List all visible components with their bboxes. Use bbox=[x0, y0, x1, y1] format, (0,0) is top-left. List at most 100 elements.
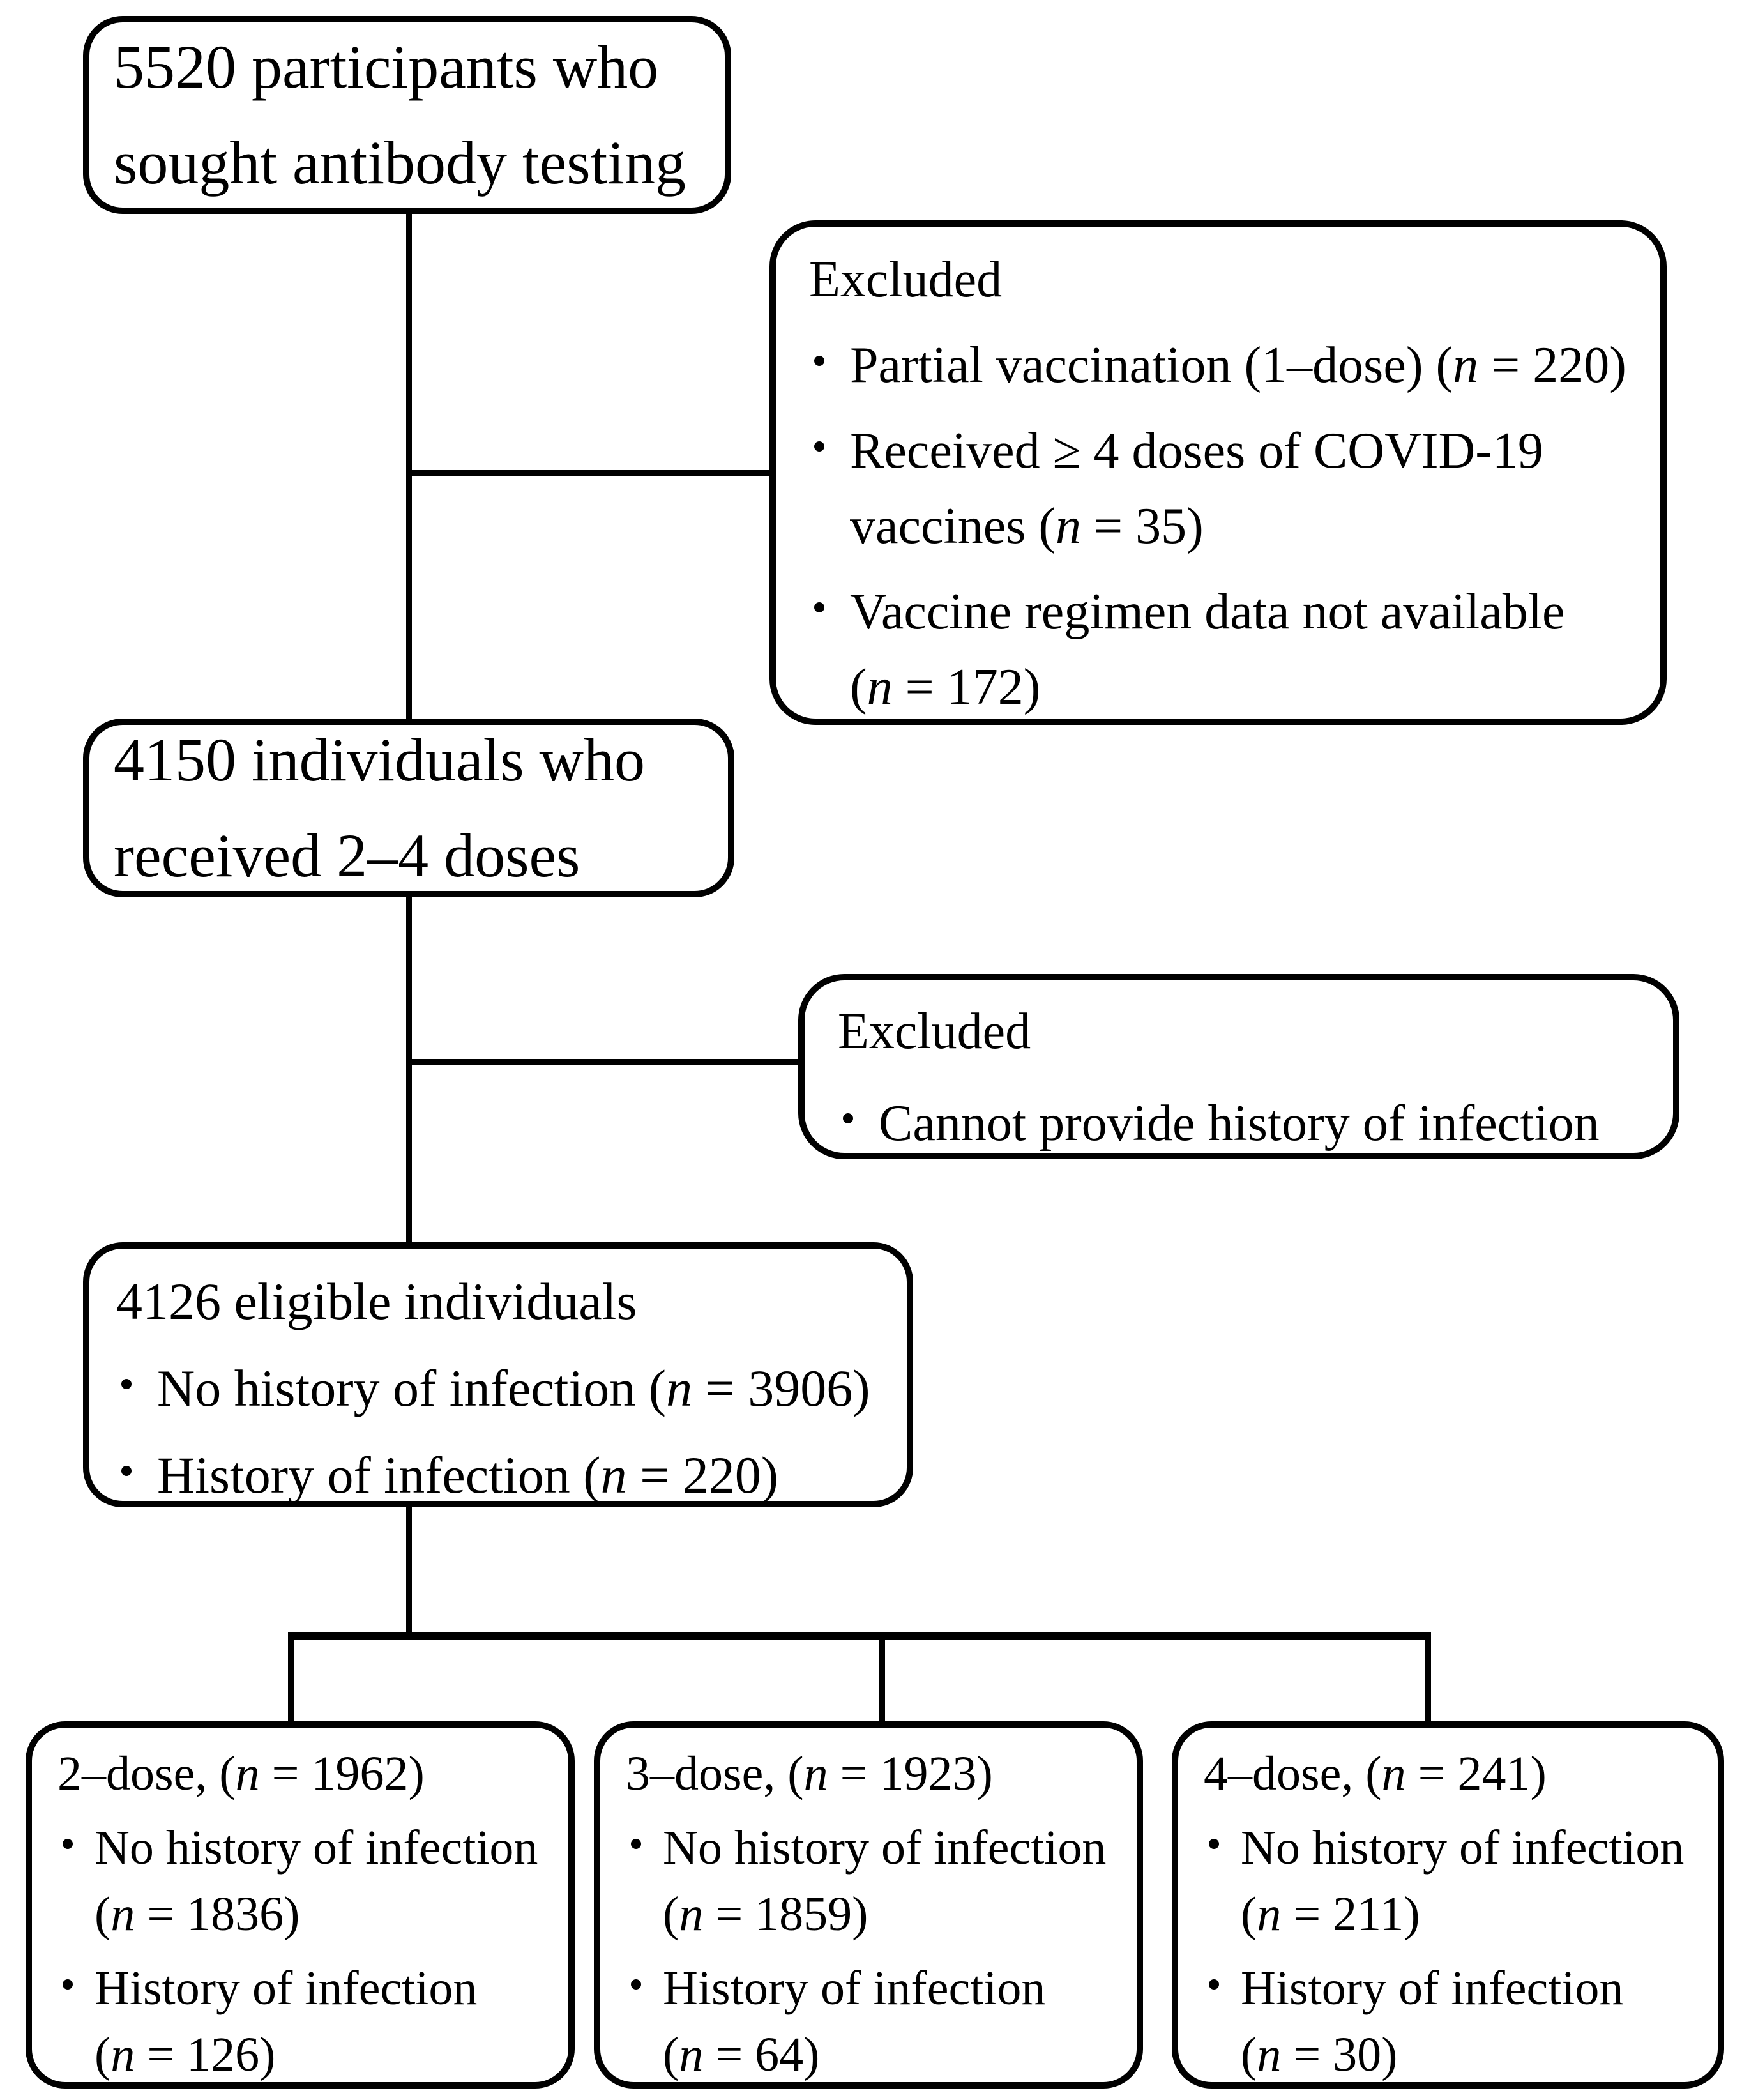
title-pre: 4–dose, ( bbox=[1204, 1747, 1382, 1800]
bullet-icon bbox=[814, 441, 824, 452]
title-post: = 1923) bbox=[828, 1747, 993, 1800]
n-symbol: n bbox=[600, 1446, 627, 1504]
item-text-post: = 1859) bbox=[703, 1887, 868, 1941]
box-doses-2-4: 4150 individuals who received 2–4 doses bbox=[83, 719, 734, 897]
bullet-icon bbox=[631, 1839, 641, 1849]
connector-to-excluded-vaccine bbox=[409, 470, 774, 476]
box-2dose: 2–dose, (n = 1962) No history of infecti… bbox=[26, 1721, 575, 2089]
title-post: = 241) bbox=[1405, 1747, 1547, 1800]
bullet-icon bbox=[1209, 1839, 1219, 1849]
title-post: = 1962) bbox=[259, 1747, 425, 1800]
item-text-pre: History of infection ( bbox=[157, 1446, 601, 1504]
excluded-history-title: Excluded bbox=[838, 1003, 1031, 1060]
list-item-no-history: No history of infection (n = 1836) bbox=[57, 1815, 557, 1947]
item-text-pre: History of infection ( bbox=[663, 1961, 1046, 2081]
item-text-pre: No history of infection ( bbox=[663, 1821, 1107, 1941]
box-participants-line1: 5520 participants who bbox=[114, 33, 659, 101]
item-text-pre: Vaccine regimen data not available ( bbox=[850, 584, 1565, 715]
list-item-history: History of infection (n = 220) bbox=[116, 1438, 891, 1513]
n-symbol: n bbox=[803, 1747, 828, 1800]
n-symbol: n bbox=[666, 1359, 693, 1417]
list-item-partial-vaccination: Partial vaccination (1–dose) (n = 220) bbox=[809, 328, 1647, 403]
item-text-post: = 3906) bbox=[692, 1359, 870, 1417]
box-doses-line1: 4150 individuals who bbox=[114, 726, 645, 794]
list-item-no-history: No history of infection (n = 3906) bbox=[116, 1351, 891, 1426]
item-text-pre: History of infection ( bbox=[95, 1961, 478, 2081]
3dose-title: 3–dose, (n = 1923) bbox=[626, 1740, 1125, 1807]
n-symbol: n bbox=[110, 2028, 135, 2081]
item-text-post: = 211) bbox=[1281, 1887, 1420, 1941]
item-text-post: = 220) bbox=[1478, 337, 1626, 393]
2dose-list: No history of infection (n = 1836) Histo… bbox=[57, 1815, 557, 2088]
box-participants-line2: sought antibody testing bbox=[114, 128, 686, 197]
box-3dose: 3–dose, (n = 1923) No history of infecti… bbox=[594, 1721, 1143, 2089]
box-eligible: 4126 eligible individuals No history of … bbox=[83, 1242, 913, 1507]
branch-drop-3dose bbox=[879, 1632, 885, 1728]
item-text-post: = 1836) bbox=[135, 1887, 300, 1941]
bullet-icon bbox=[843, 1113, 853, 1123]
list-item-no-infection-history: Cannot provide history of infection bbox=[838, 1085, 1660, 1162]
n-symbol: n bbox=[1257, 1887, 1282, 1941]
bullet-icon bbox=[121, 1466, 132, 1476]
item-text-post: = 126) bbox=[135, 2028, 276, 2081]
connector-to-excluded-history bbox=[409, 1059, 803, 1065]
bullet-icon bbox=[63, 1979, 73, 1990]
connector-participants-to-doses bbox=[406, 211, 412, 722]
bullet-icon bbox=[814, 356, 824, 366]
excluded-history-list: Cannot provide history of infection bbox=[838, 1085, 1660, 1162]
item-text-pre: Partial vaccination (1–dose) ( bbox=[850, 337, 1453, 393]
2dose-title: 2–dose, (n = 1962) bbox=[57, 1740, 557, 1807]
n-symbol: n bbox=[110, 1887, 135, 1941]
item-text-post: = 35) bbox=[1081, 498, 1204, 554]
list-item-no-history: No history of infection (n = 1859) bbox=[626, 1815, 1125, 1947]
n-symbol: n bbox=[867, 659, 893, 715]
branch-drop-4dose bbox=[1425, 1632, 1431, 1728]
item-text-post: = 30) bbox=[1281, 2028, 1398, 2081]
box-doses-line2: received 2–4 doses bbox=[114, 821, 580, 890]
bullet-icon bbox=[1209, 1979, 1219, 1990]
n-symbol: n bbox=[235, 1747, 260, 1800]
item-text-pre: No history of infection ( bbox=[95, 1821, 538, 1941]
branch-drop-2dose bbox=[288, 1632, 294, 1728]
3dose-list: No history of infection (n = 1859) Histo… bbox=[626, 1815, 1125, 2088]
eligible-title: 4126 eligible individuals bbox=[116, 1272, 637, 1330]
n-symbol: n bbox=[1257, 2028, 1282, 2081]
excluded-vaccine-list: Partial vaccination (1–dose) (n = 220) R… bbox=[809, 328, 1647, 725]
n-symbol: n bbox=[1453, 337, 1479, 393]
list-item-no-regimen-data: Vaccine regimen data not available (n = … bbox=[809, 574, 1647, 725]
eligible-list: No history of infection (n = 3906) Histo… bbox=[116, 1351, 891, 1513]
item-text-post: = 220) bbox=[626, 1446, 779, 1504]
list-item-ge4-doses: Received ≥ 4 doses of COVID-19 vaccines … bbox=[809, 413, 1647, 564]
list-item-history: History of infection (n = 64) bbox=[626, 1955, 1125, 2088]
item-text-post: = 172) bbox=[892, 659, 1041, 715]
title-pre: 2–dose, ( bbox=[57, 1747, 236, 1800]
item-text-pre: No history of infection ( bbox=[1241, 1821, 1685, 1941]
4dose-title: 4–dose, (n = 241) bbox=[1204, 1740, 1706, 1807]
box-excluded-history: Excluded Cannot provide history of infec… bbox=[798, 974, 1679, 1159]
list-item-no-history: No history of infection (n = 211) bbox=[1204, 1815, 1706, 1947]
box-excluded-vaccine: Excluded Partial vaccination (1–dose) (n… bbox=[769, 220, 1667, 725]
bullet-icon bbox=[814, 602, 824, 612]
item-text-pre: No history of infection ( bbox=[157, 1359, 667, 1417]
branch-horizontal-line bbox=[288, 1632, 1431, 1640]
n-symbol: n bbox=[1056, 498, 1082, 554]
box-participants: 5520 participants who sought antibody te… bbox=[83, 16, 731, 214]
n-symbol: n bbox=[679, 2028, 704, 2081]
bullet-icon bbox=[63, 1839, 73, 1849]
n-symbol: n bbox=[1381, 1747, 1406, 1800]
list-item-history: History of infection (n = 30) bbox=[1204, 1955, 1706, 2088]
bullet-icon bbox=[631, 1979, 641, 1990]
item-text-post: = 64) bbox=[703, 2028, 820, 2081]
title-pre: 3–dose, ( bbox=[626, 1747, 804, 1800]
box-4dose: 4–dose, (n = 241) No history of infectio… bbox=[1172, 1721, 1724, 2089]
item-text-pre: Received ≥ 4 doses of COVID-19 vaccines … bbox=[850, 423, 1543, 554]
connector-eligible-to-branch bbox=[406, 1504, 412, 1640]
4dose-list: No history of infection (n = 211) Histor… bbox=[1204, 1815, 1706, 2088]
excluded-vaccine-title: Excluded bbox=[809, 252, 1003, 308]
item-text-pre: History of infection ( bbox=[1241, 1961, 1624, 2081]
n-symbol: n bbox=[679, 1887, 704, 1941]
item-text-pre: Cannot provide history of infection bbox=[879, 1095, 1600, 1152]
bullet-icon bbox=[121, 1379, 132, 1389]
connector-doses-to-eligible bbox=[406, 894, 412, 1245]
